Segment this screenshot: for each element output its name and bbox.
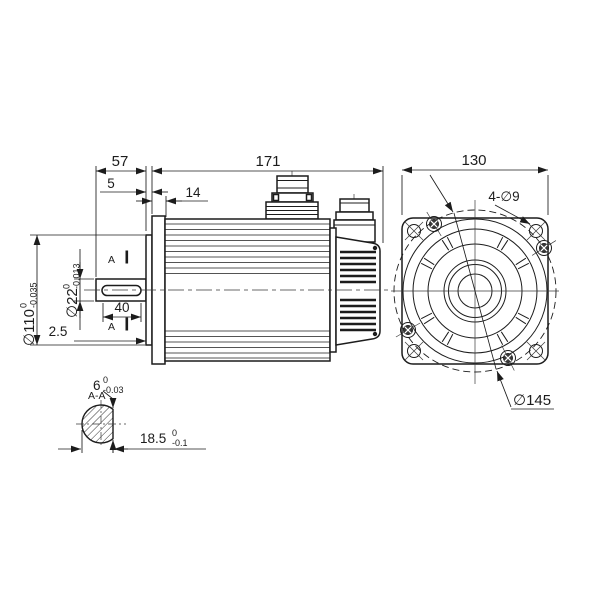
side-view: [84, 171, 392, 365]
section-letter-bottom: A: [108, 321, 115, 333]
dim-6: 6 0 -0.03: [93, 375, 124, 395]
front-view-dimensions: 130 4-∅9 ∅145: [401, 152, 554, 410]
dim-5: 5: [107, 176, 115, 191]
motor-body-ribs-bottom: [165, 330, 330, 359]
svg-text:-0.03: -0.03: [103, 385, 124, 395]
rear-ribs-top: [340, 250, 376, 284]
svg-text:0: 0: [62, 284, 72, 289]
section-cut-mark-bottom: [125, 317, 129, 331]
section-letter-top: A: [108, 254, 115, 266]
cover-screws: [395, 211, 557, 371]
dim-d22: ∅22 0 -0.013: [62, 263, 82, 318]
dim-171: 171: [255, 153, 280, 170]
section-view-a-a: A-A 6 0 -0.03 18.5 0 -0.1: [58, 375, 206, 453]
side-view-dimensions: 57 171 5 14 ∅110 0 -0.035 ∅22 0: [19, 153, 384, 346]
motor-body-ribs-top: [165, 223, 330, 274]
dim-d145: ∅145: [513, 392, 551, 409]
dim-57: 57: [112, 153, 129, 170]
connector-small: [333, 194, 376, 252]
svg-text:18.5: 18.5: [140, 431, 166, 446]
dim-d110: ∅110 0 -0.035: [19, 282, 39, 346]
svg-text:0: 0: [172, 428, 177, 438]
dim-130: 130: [461, 152, 486, 169]
svg-text:-0.013: -0.013: [72, 263, 82, 289]
dim-18-5: 18.5 0 -0.1: [140, 428, 188, 448]
section-cut-mark-top: [125, 250, 129, 264]
dim-14: 14: [185, 185, 201, 200]
mounting-holes: [404, 221, 546, 361]
rear-ribs-bottom: [340, 298, 376, 332]
svg-text:0: 0: [103, 375, 108, 385]
svg-text:∅22: ∅22: [64, 288, 81, 318]
svg-text:6: 6: [93, 378, 101, 393]
dim-4-d9: 4-∅9: [488, 189, 519, 204]
svg-text:∅110: ∅110: [21, 309, 38, 346]
svg-text:-0.1: -0.1: [172, 438, 188, 448]
svg-text:0: 0: [19, 303, 29, 308]
svg-text:-0.035: -0.035: [29, 282, 39, 308]
vent-slits: [420, 236, 530, 346]
shaft-keyway: [101, 284, 142, 297]
connector-large: [265, 171, 319, 230]
rear-screw-top: [372, 245, 378, 251]
dim-40: 40: [114, 300, 129, 315]
section-label: A-A: [88, 390, 106, 402]
rear-screw-bottom: [372, 331, 378, 337]
dim-2-5: 2.5: [49, 324, 68, 339]
